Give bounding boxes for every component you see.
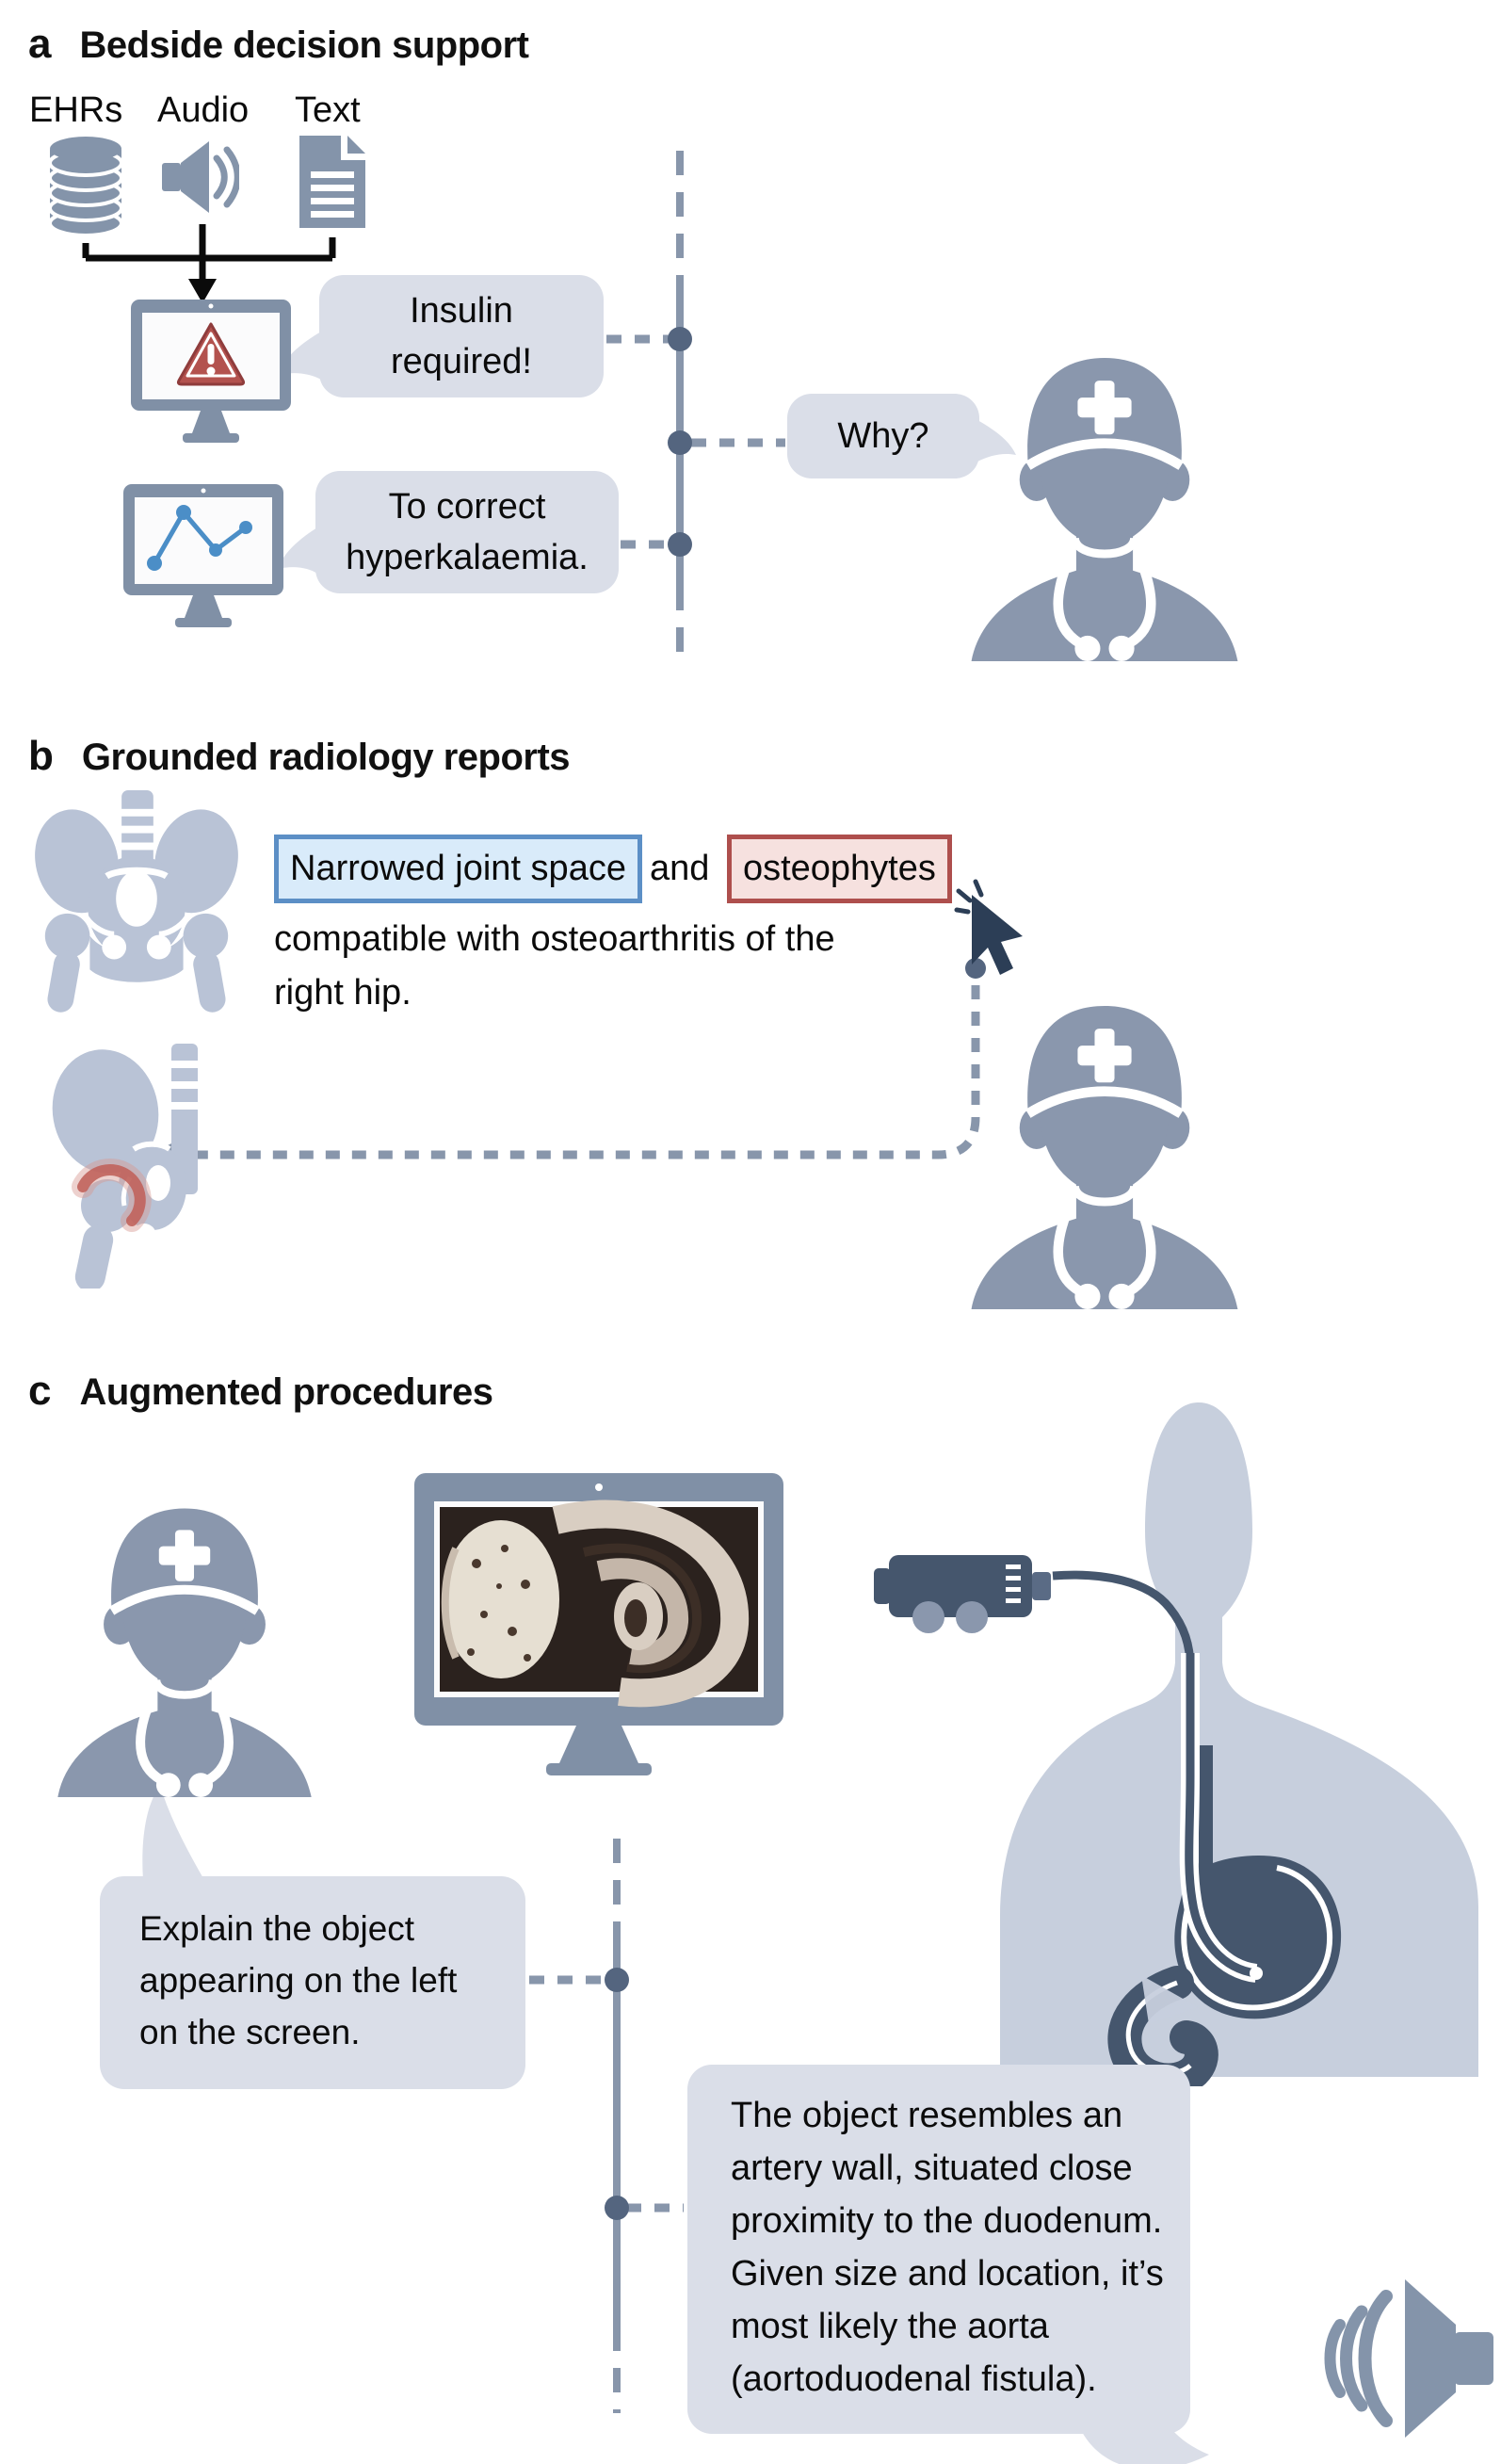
warning-icon xyxy=(176,322,246,386)
answer-speech-bubble: The object resembles an artery wall, sit… xyxy=(687,2065,1190,2434)
connector-dashes-a xyxy=(606,334,785,549)
database-icon xyxy=(48,137,123,237)
alert-speech-bubble: Insulin required! xyxy=(319,275,604,397)
endoscope-icon xyxy=(874,1555,1051,1633)
bubble-line: Given size and location, it’s xyxy=(731,2254,1164,2294)
bubble-line: hyperkalaemia. xyxy=(346,538,589,577)
connector-dashes-c xyxy=(529,1975,684,2213)
timeline-dots-c xyxy=(605,1968,629,2220)
chart-monitor xyxy=(123,484,283,627)
timeline-dots-a xyxy=(668,327,692,557)
input-label-audio: Audio xyxy=(157,90,250,130)
alert-monitor xyxy=(131,300,291,443)
bubble-line: Insulin xyxy=(410,291,513,331)
panel-b-title: Grounded radiology reports xyxy=(81,737,571,778)
cursor-icon xyxy=(954,879,1023,975)
panel-c-title: Augmented procedures xyxy=(79,1371,493,1413)
clinician-avatar-b xyxy=(962,995,1247,1309)
bubble-line: appearing on the left xyxy=(139,1961,458,2000)
clinician-avatar-a xyxy=(962,347,1247,661)
endoscope-cable xyxy=(1052,1570,1263,2024)
question-speech-bubble: Explain the object appearing on the left… xyxy=(100,1876,525,2089)
bubble-line: proximity to the duodenum. xyxy=(731,2201,1163,2241)
audio-output-icon xyxy=(1324,2279,1493,2438)
finding-highlight-blue[interactable]: Narrowed joint space xyxy=(274,835,642,903)
finding-highlight-red[interactable]: osteophytes xyxy=(726,835,952,903)
bubble-line: To correct xyxy=(388,487,546,527)
panel-a-title: Bedside decision support xyxy=(79,24,529,66)
report-line: compatible with osteoarthritis of the xyxy=(274,919,835,959)
bubble-line: required! xyxy=(391,342,532,381)
bubble-line: artery wall, situated close xyxy=(731,2148,1133,2188)
grounding-path xyxy=(149,958,986,1175)
bubble-line: The object resembles an xyxy=(731,2096,1123,2135)
bubble-line: Why? xyxy=(837,416,929,456)
why-speech-bubble: Why? xyxy=(787,394,979,478)
report-line: right hip. xyxy=(274,973,412,1013)
click-point-dot xyxy=(965,958,986,979)
pelvis-icon xyxy=(35,789,238,1013)
bubble-line: most likely the aorta xyxy=(731,2307,1049,2346)
bubble-line: on the screen. xyxy=(139,2013,361,2051)
bubble-line: (aortoduodenal fistula). xyxy=(731,2359,1097,2399)
hip-zoom-icon xyxy=(52,1044,200,1289)
panel-b-letter: b xyxy=(28,733,54,779)
hip-highlight xyxy=(72,1158,152,1232)
input-merge-arrow xyxy=(82,224,336,303)
document-icon xyxy=(299,136,365,228)
endoscopy-monitor xyxy=(414,1473,783,1775)
patient-figure xyxy=(874,1402,1478,2086)
panel-c-letter: c xyxy=(28,1368,52,1414)
input-label-ehrs: EHRs xyxy=(29,90,123,130)
panel-b-heading: b Grounded radiology reports xyxy=(28,733,571,780)
report-conjunction: and xyxy=(649,849,710,888)
endoscopy-image xyxy=(440,1499,758,1708)
reason-speech-bubble: To correct hyperkalaemia. xyxy=(315,471,619,593)
panel-a-heading: a Bedside decision support xyxy=(28,21,529,68)
scope-tip-cone xyxy=(1141,1975,1198,2024)
input-label-text: Text xyxy=(295,90,361,130)
panel-c-heading: c Augmented procedures xyxy=(28,1368,493,1415)
line-chart-icon xyxy=(147,505,252,571)
patient-body xyxy=(1000,1402,1478,2077)
audio-speaker-icon xyxy=(162,141,239,213)
bubble-line: Explain the object xyxy=(139,1909,415,1948)
clinician-avatar-c xyxy=(49,1498,320,1797)
panel-a-letter: a xyxy=(28,21,52,67)
